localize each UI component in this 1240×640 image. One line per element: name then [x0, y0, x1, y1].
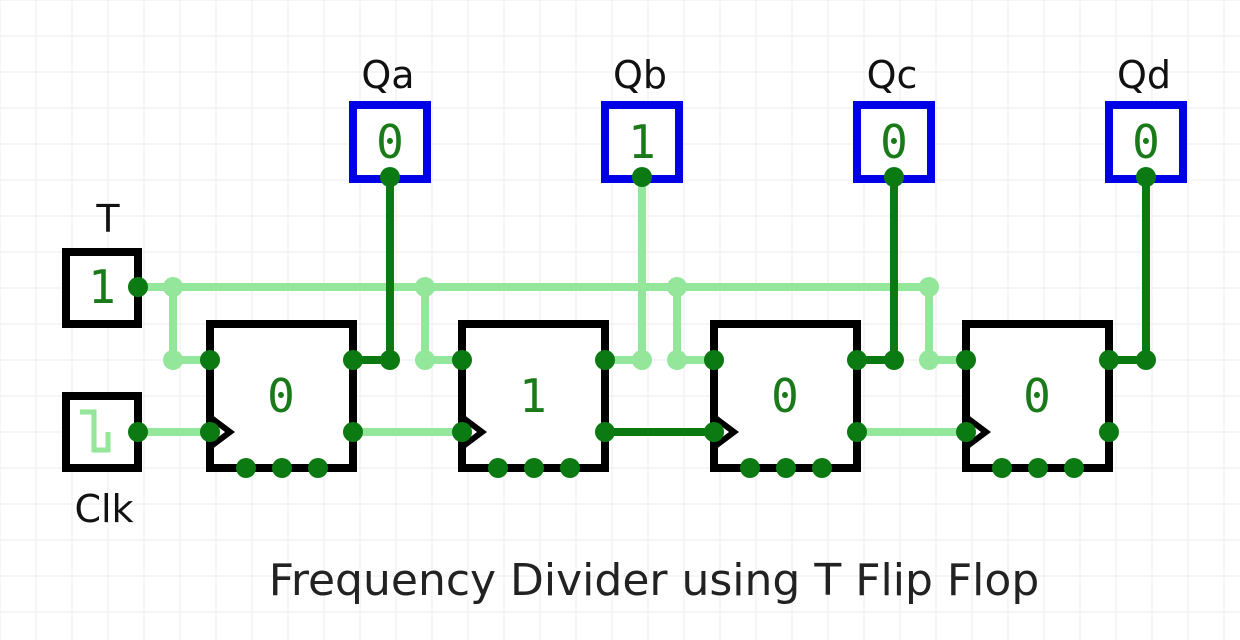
pin-dot — [776, 458, 796, 478]
pin-dot — [704, 422, 724, 442]
clock-edge-icon — [712, 414, 739, 450]
output-qa-value: 0 — [376, 115, 404, 169]
pin-dot — [452, 422, 472, 442]
clk-input[interactable]: Clk — [62, 392, 142, 531]
pin-dot — [740, 458, 760, 478]
pin-dot — [847, 350, 867, 370]
pin-dot — [1136, 350, 1156, 370]
pin-dot — [884, 350, 904, 370]
qc-wire — [853, 173, 898, 364]
output-qa-label: Qa — [361, 53, 414, 97]
output-qb-value: 1 — [628, 115, 656, 169]
clock-edge-icon — [208, 414, 235, 450]
qd-wire — [1105, 173, 1150, 364]
output-qa: Qa 0 — [349, 53, 431, 183]
pin-dot — [272, 458, 292, 478]
clock-wave-icon — [80, 409, 111, 453]
qa-wire — [349, 173, 394, 364]
pin-dot — [919, 277, 939, 297]
diagram-caption: Frequency Divider using T Flip Flop — [269, 555, 1040, 606]
output-qb-label: Qb — [613, 53, 667, 97]
pin-dot — [524, 458, 544, 478]
flip-flop-4[interactable]: 0 — [962, 320, 1113, 472]
flip-flop-2[interactable]: 1 — [458, 320, 609, 472]
pin-dot — [667, 277, 687, 297]
flip-flop-2-state: 1 — [519, 369, 547, 423]
pin-dot — [667, 350, 687, 370]
pin-dot — [595, 422, 615, 442]
pin-dot — [128, 422, 148, 442]
pin-dot — [380, 350, 400, 370]
flip-flop-1-body[interactable] — [206, 320, 357, 472]
pin-dot — [560, 458, 580, 478]
pin-dot — [919, 350, 939, 370]
pin-dot — [1099, 350, 1119, 370]
flip-flop-1[interactable]: 0 — [206, 320, 357, 472]
flip-flop-2-body[interactable] — [458, 320, 609, 472]
pin-dot — [632, 350, 652, 370]
pin-dot — [343, 350, 363, 370]
t-input-value: 1 — [88, 260, 116, 314]
pin-dot — [1099, 422, 1119, 442]
output-qb: Qb 1 — [601, 53, 683, 183]
pin-dot — [1028, 458, 1048, 478]
pin-dot — [236, 458, 256, 478]
pin-dot — [163, 277, 183, 297]
flip-flop-3[interactable]: 0 — [710, 320, 861, 472]
pin-dot — [308, 458, 328, 478]
flip-flop-1-state: 0 — [267, 369, 295, 423]
pin-dot — [163, 350, 183, 370]
pin-dot — [1064, 458, 1084, 478]
t-input[interactable]: T 1 — [62, 197, 142, 328]
t-input-label: T — [95, 197, 120, 241]
output-qc-label: Qc — [867, 53, 918, 97]
pin-dot — [884, 167, 904, 187]
pin-dot — [380, 167, 400, 187]
connection-dots — [128, 167, 1156, 478]
pin-dot — [956, 422, 976, 442]
pin-dot — [992, 458, 1012, 478]
pin-dot — [415, 350, 435, 370]
pin-dot — [632, 167, 652, 187]
pin-dot — [452, 350, 472, 370]
clock-edge-icon — [964, 414, 991, 450]
qb-wire — [601, 173, 646, 364]
output-qc-value: 0 — [880, 115, 908, 169]
output-qd-value: 0 — [1132, 115, 1160, 169]
pin-dot — [956, 350, 976, 370]
pin-dot — [847, 422, 867, 442]
pin-dot — [1136, 167, 1156, 187]
pin-dot — [704, 350, 724, 370]
flip-flop-4-state: 0 — [1023, 369, 1051, 423]
pin-dot — [595, 350, 615, 370]
pin-dot — [812, 458, 832, 478]
pin-dot — [128, 277, 148, 297]
pin-dot — [200, 422, 220, 442]
pin-dot — [488, 458, 508, 478]
clock-edge-icon — [460, 414, 487, 450]
clk-input-label: Clk — [74, 487, 133, 531]
flip-flop-3-state: 0 — [771, 369, 799, 423]
clk-input-box[interactable] — [62, 392, 142, 472]
output-qd-label: Qd — [1117, 53, 1171, 97]
pin-dot — [200, 350, 220, 370]
pin-dot — [415, 277, 435, 297]
t-input-box[interactable] — [62, 248, 142, 328]
pin-dot — [343, 422, 363, 442]
